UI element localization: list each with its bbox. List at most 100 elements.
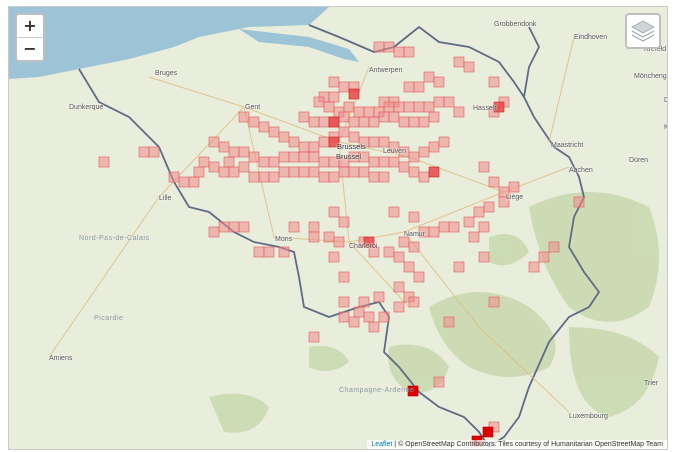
grid-cell[interactable] — [348, 166, 360, 178]
grid-cell[interactable] — [278, 151, 290, 163]
grid-cell[interactable] — [223, 156, 235, 168]
grid-cell[interactable] — [403, 46, 415, 58]
grid-cell[interactable] — [573, 196, 585, 208]
grid-cell[interactable] — [383, 41, 395, 53]
grid-cell[interactable] — [363, 311, 375, 323]
grid-cell[interactable] — [368, 116, 380, 128]
grid-cell[interactable] — [323, 101, 335, 113]
grid-cell[interactable] — [308, 231, 320, 243]
grid-cell[interactable] — [308, 331, 320, 343]
zoom-in-button[interactable]: + — [23, 16, 37, 35]
grid-cell[interactable] — [323, 231, 335, 243]
grid-cell[interactable] — [308, 116, 320, 128]
grid-cell[interactable] — [373, 291, 385, 303]
grid-cell[interactable] — [478, 221, 490, 233]
grid-cell[interactable] — [168, 171, 180, 183]
grid-cell[interactable] — [238, 111, 250, 123]
grid-cell[interactable] — [548, 241, 560, 253]
grid-cell[interactable] — [383, 246, 395, 258]
grid-cell-dense[interactable] — [328, 116, 340, 128]
grid-cell[interactable] — [313, 96, 325, 108]
grid-cell[interactable] — [343, 101, 355, 113]
grid-cell[interactable] — [363, 106, 375, 118]
grid-cell[interactable] — [373, 41, 385, 53]
grid-cell[interactable] — [418, 171, 430, 183]
grid-cell[interactable] — [408, 296, 420, 308]
grid-cell[interactable] — [393, 46, 405, 58]
grid-cell[interactable] — [438, 221, 450, 233]
grid-cell[interactable] — [408, 241, 420, 253]
grid-cell[interactable] — [468, 231, 480, 243]
grid-cell[interactable] — [338, 311, 350, 323]
grid-cell[interactable] — [198, 156, 210, 168]
grid-cell[interactable] — [408, 151, 420, 163]
grid-cell[interactable] — [228, 166, 240, 178]
grid-cell[interactable] — [348, 316, 360, 328]
grid-cell[interactable] — [238, 221, 250, 233]
grid-cell[interactable] — [378, 311, 390, 323]
grid-cell[interactable] — [248, 171, 260, 183]
grid-cell[interactable] — [208, 136, 220, 148]
grid-cell-dense[interactable] — [363, 236, 375, 248]
grid-cell[interactable] — [338, 111, 350, 123]
grid-cell[interactable] — [338, 271, 350, 283]
grid-cell[interactable] — [433, 76, 445, 88]
grid-cell[interactable] — [298, 151, 310, 163]
grid-cell[interactable] — [398, 116, 410, 128]
grid-cell[interactable] — [148, 146, 160, 158]
grid-cell[interactable] — [433, 96, 445, 108]
grid-cell[interactable] — [338, 81, 350, 93]
grid-cell[interactable] — [378, 111, 390, 123]
grid-cell[interactable] — [418, 116, 430, 128]
grid-cell[interactable] — [508, 181, 520, 193]
grid-cell[interactable] — [428, 226, 440, 238]
grid-cell[interactable] — [298, 141, 310, 153]
grid-cell[interactable] — [538, 251, 550, 263]
grid-cell[interactable] — [358, 296, 370, 308]
grid-cell[interactable] — [488, 296, 500, 308]
grid-cell[interactable] — [413, 101, 425, 113]
grid-cell[interactable] — [278, 131, 290, 143]
grid-cell[interactable] — [258, 171, 270, 183]
grid-cell[interactable] — [483, 201, 495, 213]
grid-cell[interactable] — [413, 271, 425, 283]
grid-cell[interactable] — [368, 156, 380, 168]
grid-cell[interactable] — [393, 301, 405, 313]
grid-cell[interactable] — [433, 376, 445, 388]
grid-cell[interactable] — [328, 206, 340, 218]
grid-cell[interactable] — [218, 166, 230, 178]
grid-cell[interactable] — [408, 166, 420, 178]
grid-cell-solid[interactable] — [407, 385, 419, 397]
grid-cell[interactable] — [253, 246, 265, 258]
grid-cell[interactable] — [488, 176, 500, 188]
grid-cell[interactable] — [348, 131, 360, 143]
grid-cell[interactable] — [368, 321, 380, 333]
grid-cell[interactable] — [288, 221, 300, 233]
grid-cell[interactable] — [378, 156, 390, 168]
grid-cell[interactable] — [308, 151, 320, 163]
grid-cell[interactable] — [408, 116, 420, 128]
grid-cell[interactable] — [328, 76, 340, 88]
grid-cell[interactable] — [333, 236, 345, 248]
grid-cell[interactable] — [278, 166, 290, 178]
grid-cell[interactable] — [308, 166, 320, 178]
grid-cell[interactable] — [428, 111, 440, 123]
grid-cell[interactable] — [288, 166, 300, 178]
grid-cell[interactable] — [98, 156, 110, 168]
grid-cell[interactable] — [428, 141, 440, 153]
grid-cell[interactable] — [318, 171, 330, 183]
grid-cell[interactable] — [258, 121, 270, 133]
grid-cell[interactable] — [403, 261, 415, 273]
grid-cell-dense[interactable] — [348, 88, 360, 100]
grid-cell[interactable] — [248, 116, 260, 128]
grid-cell[interactable] — [393, 281, 405, 293]
grid-cell[interactable] — [463, 61, 475, 73]
grid-cell[interactable] — [443, 96, 455, 108]
grid-cell[interactable] — [478, 161, 490, 173]
grid-cell[interactable] — [228, 221, 240, 233]
grid-cell[interactable] — [423, 101, 435, 113]
grid-cell[interactable] — [338, 166, 350, 178]
grid-cell[interactable] — [318, 136, 330, 148]
grid-cell[interactable] — [358, 116, 370, 128]
